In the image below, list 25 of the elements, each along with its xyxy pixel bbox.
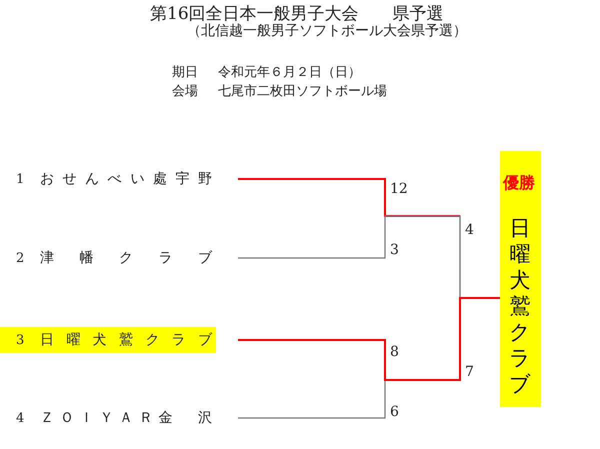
subtitle: （北信越一般男子ソフトボール大会県予選） bbox=[187, 22, 467, 40]
score: 12 bbox=[390, 181, 408, 197]
team-name: おせんべい處宇野 bbox=[40, 170, 214, 188]
field-label: 期日 bbox=[172, 64, 198, 81]
score: 3 bbox=[390, 242, 399, 258]
score: 8 bbox=[390, 344, 399, 360]
bracket-line bbox=[238, 297, 500, 381]
venue-text: 七尾市二枚田ソフトボール場 bbox=[218, 83, 387, 100]
title: 第16回全日本一般男子大会 県予選 bbox=[150, 3, 444, 24]
team-name: ＺＯＩＹＡＲ金 沢 bbox=[40, 409, 214, 427]
date-text: 令和元年６月２日（日） bbox=[218, 64, 361, 81]
score: 4 bbox=[465, 222, 474, 238]
champion-heading: 優勝 bbox=[503, 173, 535, 194]
field-label: 会場 bbox=[172, 83, 198, 100]
team-name: 津幡クラブ bbox=[40, 249, 214, 267]
team-name: 日曜犬鷲クラブ bbox=[40, 331, 214, 349]
champion-name: 日曜犬鷲クラブ bbox=[509, 215, 531, 397]
champion-box bbox=[500, 151, 541, 407]
score: 7 bbox=[465, 364, 474, 380]
seed-number: 4 bbox=[16, 410, 24, 426]
highlighted-team-row bbox=[0, 327, 216, 353]
seed-number: 3 bbox=[16, 332, 24, 348]
seed-number: 1 bbox=[16, 172, 24, 186]
seed-number: 2 bbox=[16, 250, 24, 266]
score: 6 bbox=[390, 404, 399, 420]
